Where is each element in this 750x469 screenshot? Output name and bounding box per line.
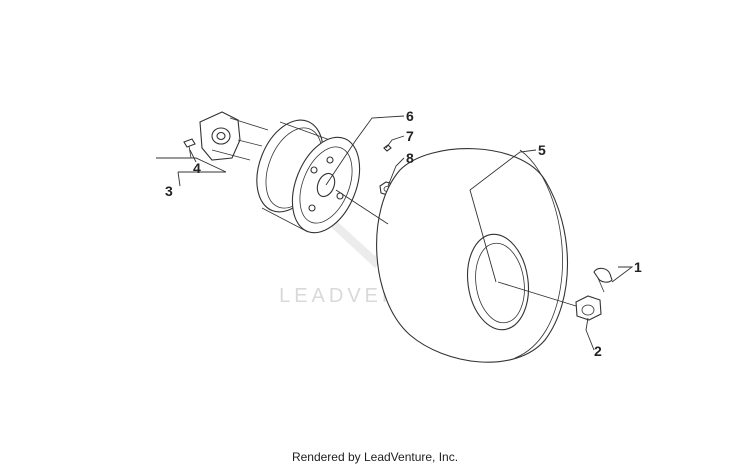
tire	[376, 148, 569, 363]
footer-credit: Rendered by LeadVenture, Inc.	[291, 450, 459, 464]
leader-1	[611, 266, 634, 283]
rim-lug-hole-3	[308, 204, 316, 212]
stud-1	[229, 117, 269, 131]
callout-2: 2	[594, 343, 602, 359]
hub-bore-inner	[216, 131, 226, 141]
hub-assembly	[156, 111, 269, 173]
bolt-head	[183, 138, 196, 148]
leader-5	[469, 149, 537, 283]
stud-3	[211, 149, 251, 161]
group-bracket	[156, 157, 227, 173]
stud-2	[237, 139, 263, 147]
callout-6: 6	[406, 108, 414, 124]
leader-8	[387, 157, 405, 187]
axis-line-tire-nut	[497, 281, 577, 307]
bolt-shank	[188, 145, 192, 159]
cotter-pin-leg	[597, 277, 605, 293]
rim-barrel-top	[279, 121, 331, 141]
rim-barrel-bottom	[261, 207, 309, 233]
leader-lines	[177, 115, 634, 351]
valve-stem	[383, 144, 392, 152]
rim-lug-hole-1	[326, 156, 334, 164]
callout-7: 7	[406, 128, 414, 144]
axle-nut-body	[575, 295, 602, 321]
rim	[256, 119, 361, 234]
leader-4	[189, 149, 197, 163]
axle-nut	[575, 295, 602, 321]
tire-bead	[475, 242, 525, 324]
callout-1: 1	[634, 259, 642, 275]
rim-lug-hole-4	[310, 166, 318, 174]
leader-2	[585, 317, 595, 351]
callout-3: 3	[165, 183, 173, 199]
rim-face	[299, 146, 353, 224]
axle-nut-hole	[581, 304, 595, 316]
callout-8: 8	[406, 150, 414, 166]
callout-4: 4	[193, 160, 201, 176]
axis-line-rim-tire	[335, 189, 389, 225]
callout-5: 5	[538, 142, 546, 158]
tire-sidewall-edge	[514, 149, 563, 359]
cotter-pin	[593, 267, 613, 283]
leader-7	[385, 135, 405, 149]
leader-6	[325, 115, 405, 186]
leader-3	[177, 171, 181, 187]
